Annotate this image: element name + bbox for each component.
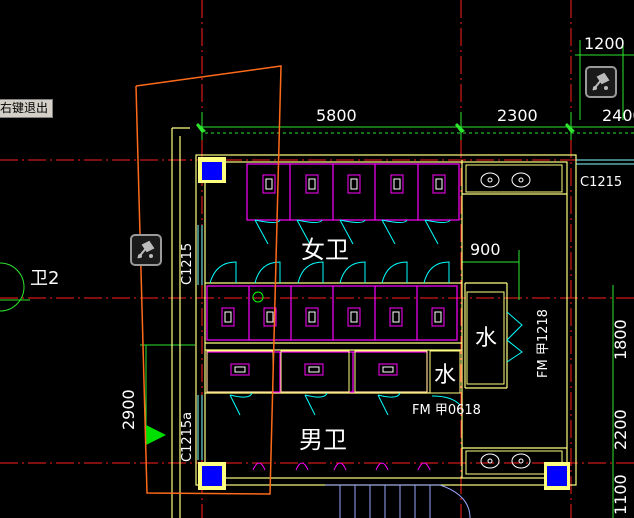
snap-marker bbox=[252, 291, 264, 303]
dim-1800: 1800 bbox=[611, 319, 630, 360]
right-click-exit-tooltip: 右键退出 bbox=[0, 99, 54, 118]
door-fm0618: FM 甲0618 bbox=[412, 403, 481, 418]
window-c1215-right: C1215 bbox=[580, 175, 622, 190]
snap-tool-button-top[interactable] bbox=[585, 66, 617, 98]
structural-columns bbox=[198, 157, 570, 490]
stall-partitions bbox=[206, 163, 460, 393]
building-walls bbox=[171, 127, 577, 518]
urinals bbox=[252, 462, 431, 471]
dim-2300: 2300 bbox=[497, 106, 538, 125]
dim-1200: 1200 bbox=[584, 34, 625, 53]
stairs bbox=[325, 484, 471, 518]
dim-1100: 1100 bbox=[611, 474, 630, 515]
window-c1215-left: C1215 bbox=[180, 243, 195, 285]
dim-ticks bbox=[196, 123, 575, 133]
dim-5800: 5800 bbox=[316, 106, 357, 125]
snap-tool-button-left[interactable] bbox=[130, 234, 162, 266]
water-label-2: 水 bbox=[434, 363, 456, 388]
dim-2400: 2400 bbox=[602, 106, 634, 125]
room-male: 男卫 bbox=[299, 426, 347, 454]
selection-polyline[interactable] bbox=[135, 65, 282, 495]
window-c1215a: C1215a bbox=[180, 412, 195, 462]
room-female: 女卫 bbox=[301, 236, 349, 264]
dim-2200: 2200 bbox=[611, 409, 630, 450]
snap-tool-icon bbox=[137, 240, 155, 259]
dimension-lines bbox=[0, 40, 634, 518]
dim-900: 900 bbox=[470, 240, 501, 259]
dim-2900: 2900 bbox=[119, 389, 138, 430]
toilet-fixtures bbox=[221, 174, 446, 376]
snap-tool-icon bbox=[592, 72, 610, 91]
lower-partitions bbox=[206, 164, 563, 475]
windows bbox=[197, 159, 634, 460]
insertion-marker bbox=[146, 425, 166, 445]
toilet-seats bbox=[224, 178, 443, 373]
room-fragment-left: 卫2 bbox=[30, 268, 59, 289]
door-swings bbox=[209, 219, 523, 416]
sinks bbox=[480, 172, 531, 469]
door-fm1218: FM 甲1218 bbox=[536, 309, 551, 378]
water-label-1: 水 bbox=[475, 326, 497, 351]
